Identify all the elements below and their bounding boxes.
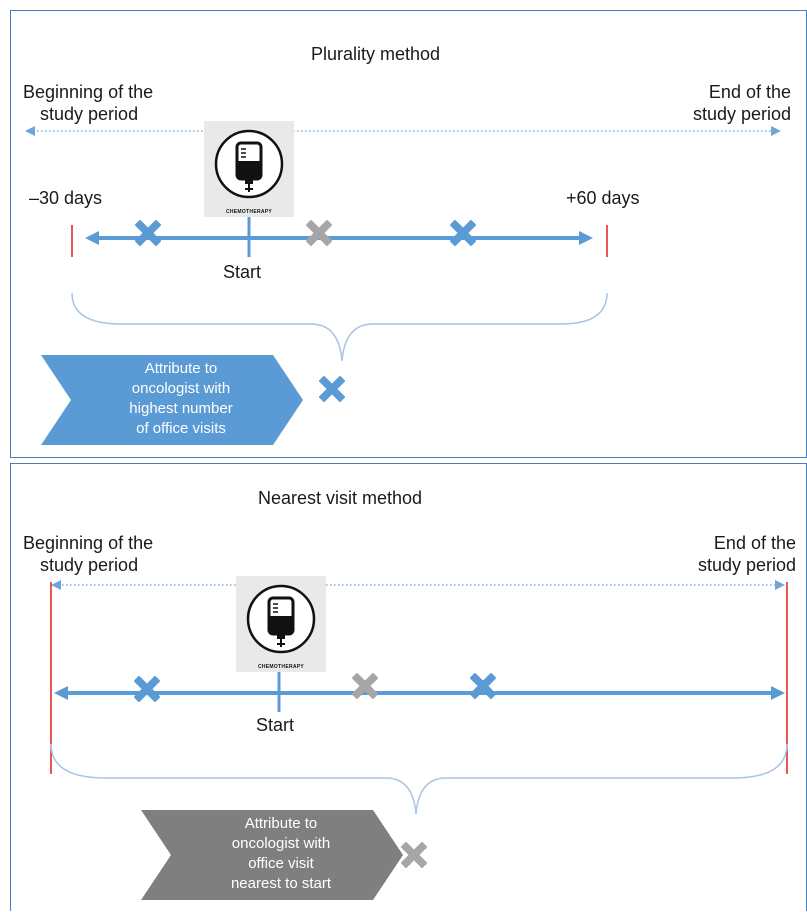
office-visit-marker [470,673,496,699]
attribution-chevron [41,355,303,445]
text-line: Attribute to [144,360,218,377]
study-period-right-arrowhead [771,126,781,136]
study-period-left-arrowhead [25,126,35,136]
text-line: oncologist with [231,835,331,852]
text-line: Attribute to [244,815,318,832]
label-line: End of the [713,533,796,553]
nearest-visit-title: Nearest visit method [258,488,423,508]
plurality-method-panel: Plurality method Beginning of the study … [10,10,807,458]
text-line: highest number [129,400,233,417]
study-period-right-arrowhead [775,580,785,590]
office-visit-marker [352,673,378,699]
office-visit-marker [135,220,161,246]
attributed-visit-marker [319,376,345,402]
text-line: office visit [248,855,314,872]
label-line: Beginning of the [23,533,154,553]
attribution-chevron [141,810,403,900]
attributed-visit-marker [401,842,427,868]
chemotherapy-label: CHEMOTHERAPY [257,664,305,670]
attribution-text: Attribute to oncologist with highest num… [91,359,271,439]
beginning-of-study-label: Beginning of the study period [23,532,153,576]
attribution-text: Attribute to oncologist with office visi… [191,814,371,894]
timeline-right-arrowhead [579,231,593,245]
study-period-left-arrowhead [51,580,61,590]
timeline-left-arrowhead [85,231,99,245]
plus-60-days-label: +60 days [566,188,640,208]
label-line: study period [697,555,796,575]
nearest-visit-method-panel: Nearest visit method Beginning of the st… [10,463,807,911]
office-visit-marker [134,676,160,702]
end-of-study-label: End of the study period [656,532,796,576]
office-visit-marker [306,220,332,246]
start-label: Start [256,715,295,735]
plurality-diagram [25,126,781,445]
study-brace [50,743,788,815]
text-line: nearest to start [230,875,332,892]
timeline-left-arrowhead [54,686,68,700]
window-brace [71,292,608,362]
office-visit-marker [450,220,476,246]
start-label: Start [223,262,262,282]
nearest-visit-diagram [50,580,788,900]
label-line: study period [692,104,791,124]
chemotherapy-icon: CHEMOTHERAPY [204,121,294,217]
text-line: of office visits [136,420,226,437]
label-line: study period [40,104,139,124]
end-of-study-label: End of the study period [651,81,791,125]
label-line: Beginning of the [23,82,154,102]
chemotherapy-label: CHEMOTHERAPY [225,209,273,215]
minus-30-days-label: –30 days [29,188,103,208]
chemotherapy-icon: CHEMOTHERAPY [236,576,326,672]
label-line: study period [40,555,139,575]
text-line: oncologist with [131,380,231,397]
label-line: End of the [708,82,791,102]
beginning-of-study-label: Beginning of the study period [23,81,153,125]
plurality-title: Plurality method [311,44,441,64]
timeline-right-arrowhead [771,686,785,700]
